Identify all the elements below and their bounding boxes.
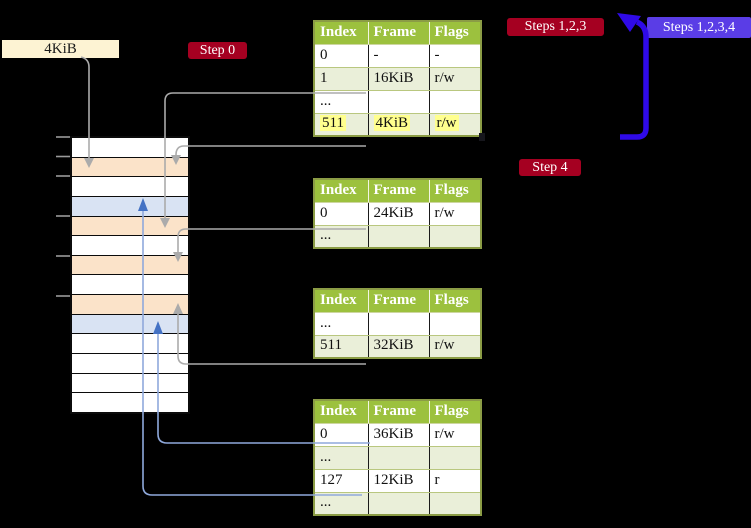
table-cell	[368, 225, 430, 248]
physical-memory-column	[70, 136, 190, 414]
steps-1234-badge: Steps 1,2,3,4	[647, 17, 751, 38]
table-cell: r/w	[429, 423, 481, 447]
memory-row-orange	[72, 157, 188, 178]
memory-row-orange	[72, 295, 188, 315]
table-cell: 32KiB	[368, 335, 430, 358]
table-cell	[368, 446, 430, 470]
memory-row-white	[72, 177, 188, 197]
table-row: 0--	[314, 44, 481, 68]
column-header-index: Index	[314, 179, 369, 203]
table-cell: 36KiB	[368, 423, 430, 447]
table-row: ...	[314, 90, 481, 114]
column-header-index: Index	[314, 400, 369, 424]
column-header-frame: Frame	[368, 179, 430, 203]
column-header-flags: Flags	[429, 400, 481, 424]
step-0-badge: Step 0	[188, 42, 247, 59]
table-cell: 0	[314, 423, 369, 447]
table-cell: ...	[314, 225, 369, 248]
table-cell: 511	[314, 335, 369, 358]
table-cell	[368, 90, 430, 114]
table-cell: ...	[314, 492, 369, 515]
table-cell: 0	[314, 44, 369, 68]
column-header-frame: Frame	[368, 21, 430, 45]
table-cell: 127	[314, 469, 369, 493]
table-row: ...	[314, 312, 481, 336]
table-cell	[429, 492, 481, 515]
table-cell: 1	[314, 67, 369, 91]
table-cell: ...	[314, 90, 369, 114]
table-cell: r/w	[429, 67, 481, 91]
table-cell	[429, 446, 481, 470]
table-cell: 12KiB	[368, 469, 430, 493]
table-cell: 16KiB	[368, 67, 430, 91]
highlighted-value: r/w	[434, 115, 459, 132]
memory-row-white	[72, 373, 188, 394]
table-row: ...	[314, 446, 481, 470]
address-tick-marks	[56, 136, 70, 297]
table-cell	[429, 225, 481, 248]
arrow-entry511-to-4kib	[171, 145, 366, 165]
table-cell	[368, 492, 430, 515]
table-cell: ...	[314, 446, 369, 470]
highlighted-value: 511	[320, 115, 346, 132]
memory-row-white	[72, 236, 188, 256]
memory-row-white	[72, 354, 188, 374]
column-header-index: Index	[314, 21, 369, 45]
column-header-flags: Flags	[429, 289, 481, 313]
column-header-flags: Flags	[429, 21, 481, 45]
table-row: ...	[314, 225, 481, 248]
table-cell: 0	[314, 202, 369, 226]
table-cell: 4KiB	[368, 113, 430, 136]
memory-row-white	[72, 334, 188, 355]
memory-row-orange	[72, 255, 188, 276]
memory-row-white	[72, 138, 188, 158]
table-cell: -	[368, 44, 430, 68]
table-cell: ...	[314, 312, 369, 336]
table-row: 511 4KiB r/w	[314, 113, 481, 136]
table-cell: -	[429, 44, 481, 68]
memory-row-orange	[72, 216, 188, 237]
column-header-frame: Frame	[368, 400, 430, 424]
step-4-badge: Step 4	[519, 159, 581, 176]
table-cell: 511	[314, 113, 369, 136]
column-header-frame: Frame	[368, 289, 430, 313]
memory-row-white	[72, 393, 188, 412]
table-row: ...	[314, 492, 481, 515]
column-header-flags: Flags	[429, 179, 481, 203]
table-cell	[429, 312, 481, 336]
table-cell: r/w	[429, 113, 481, 136]
table-cell	[368, 312, 430, 336]
column-header-index: Index	[314, 289, 369, 313]
table-cell: r	[429, 469, 481, 493]
table-cell	[429, 90, 481, 114]
steps-123-badge: Steps 1,2,3	[507, 18, 604, 36]
frame-size-label: 4KiB	[2, 40, 119, 58]
table-cell: r/w	[429, 202, 481, 226]
highlighted-value: 4KiB	[373, 115, 411, 132]
table-cell: r/w	[429, 335, 481, 358]
memory-row-blue	[72, 196, 188, 217]
table-cell: 24KiB	[368, 202, 430, 226]
memory-row-white	[72, 275, 188, 296]
memory-row-blue	[72, 314, 188, 335]
